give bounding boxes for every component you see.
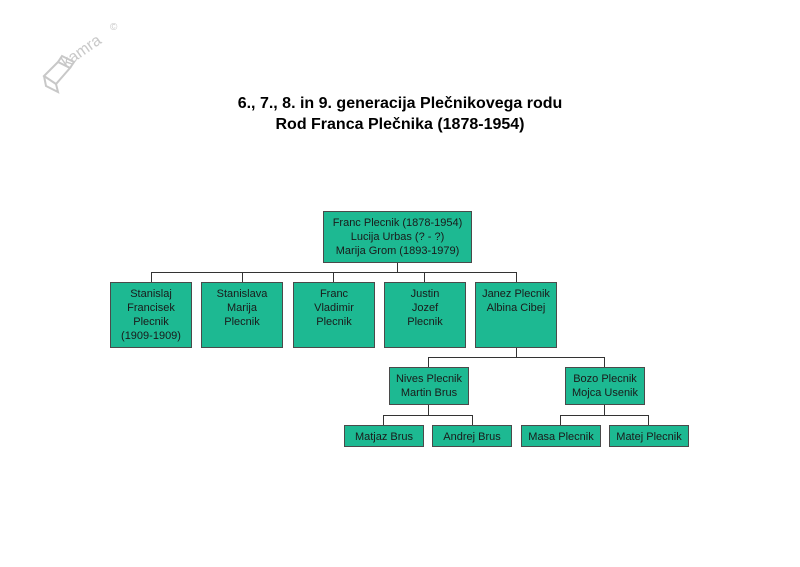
connector (604, 357, 605, 367)
connector (428, 404, 429, 415)
node-line: Mojca Usenik (571, 387, 639, 399)
connector (472, 415, 473, 425)
node-franc-plecnik: Franc Plecnik (1878-1954) Lucija Urbas (… (323, 211, 472, 263)
node-matej: Matej Plecnik (609, 425, 689, 447)
kamra-logo: kamra © (38, 18, 128, 103)
connector (333, 272, 334, 282)
node-nives: Nives Plecnik Martin Brus (389, 367, 469, 405)
node-line: Albina Cibej (486, 302, 546, 314)
connector (424, 272, 425, 282)
connector (397, 262, 398, 272)
node-janez: Janez Plecnik Albina Cibej (475, 282, 557, 348)
node-matjaz: Matjaz Brus (344, 425, 424, 447)
node-line: Matjaz Brus (354, 431, 414, 443)
node-line: Plecnik (316, 316, 352, 328)
connector (560, 415, 649, 416)
connector (428, 357, 429, 367)
connector (428, 357, 605, 358)
node-line: Stanislaj (130, 288, 172, 300)
node-line: Lucija Urbas (? - ?) (350, 231, 445, 243)
node-line: Francisek (127, 302, 175, 314)
node-line: Franc Plecnik (1878-1954) (332, 217, 463, 229)
node-line: Andrej Brus (443, 431, 501, 443)
node-franc-vladimir: Franc Vladimir Plecnik (293, 282, 375, 348)
node-andrej: Andrej Brus (432, 425, 512, 447)
connector (516, 347, 517, 357)
connector (242, 272, 243, 282)
svg-text:kamra: kamra (59, 32, 105, 71)
node-line: Matej Plecnik (616, 431, 682, 443)
node-line: Stanislava (216, 288, 268, 300)
node-line: Marija (227, 302, 257, 314)
chart-subtitle: Rod Franca Plečnika (1878-1954) (275, 116, 525, 133)
connector (560, 415, 561, 425)
node-line: Franc (319, 288, 349, 300)
node-line: Bozo Plecnik (573, 373, 637, 385)
connector (383, 415, 384, 425)
node-line: Masa Plecnik (528, 431, 594, 443)
node-line: Vladimir (314, 302, 354, 314)
connector (648, 415, 649, 425)
node-masa: Masa Plecnik (521, 425, 601, 447)
connector (604, 404, 605, 415)
node-line: Janez Plecnik (482, 288, 550, 300)
connector (151, 272, 517, 273)
node-line: Plecnik (407, 316, 443, 328)
node-line: (1909-1909) (121, 330, 181, 342)
connector (516, 272, 517, 282)
node-line: Plecnik (224, 316, 260, 328)
node-line: Plecnik (133, 316, 169, 328)
node-line: Jozef (411, 302, 439, 314)
connector (151, 272, 152, 282)
node-line: Nives Plecnik (395, 373, 463, 385)
chart-title: 6., 7., 8. in 9. generacija Plečnikovega… (237, 95, 563, 112)
node-line: Martin Brus (400, 387, 458, 399)
node-line: Justin (410, 288, 440, 300)
node-stanislava: Stanislava Marija Plecnik (201, 282, 283, 348)
node-line: Marija Grom (1893-1979) (335, 245, 460, 257)
node-justin: Justin Jozef Plecnik (384, 282, 466, 348)
connector (383, 415, 473, 416)
node-bozo: Bozo Plecnik Mojca Usenik (565, 367, 645, 405)
node-stanislaj: Stanislaj Francisek Plecnik (1909-1909) (110, 282, 192, 348)
svg-text:©: © (110, 22, 118, 33)
